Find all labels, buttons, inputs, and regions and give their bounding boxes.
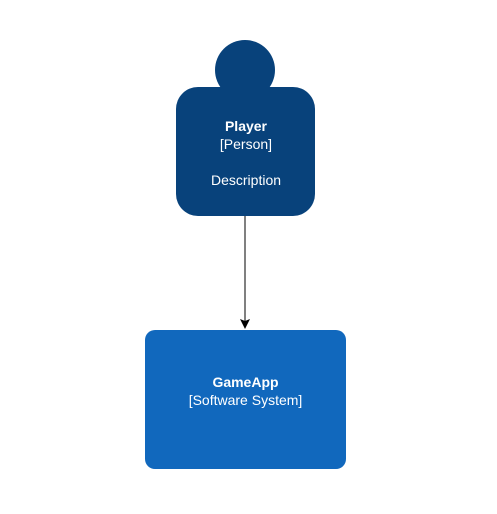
system-name: GameApp [212, 374, 279, 390]
person-head-shape[interactable] [215, 40, 275, 100]
system-type: [Software System] [188, 392, 303, 408]
person-body-shape[interactable] [176, 87, 315, 216]
person-name: Player [224, 118, 268, 134]
label-spacer [178, 153, 314, 171]
person-description: Description [210, 172, 282, 188]
arrowhead-icon [240, 319, 250, 329]
software-system-shape[interactable] [145, 330, 346, 469]
person-label: Player [Person] Description [178, 117, 314, 189]
person-type: [Person] [219, 136, 273, 152]
software-system-label: GameApp [Software System] [145, 373, 346, 409]
